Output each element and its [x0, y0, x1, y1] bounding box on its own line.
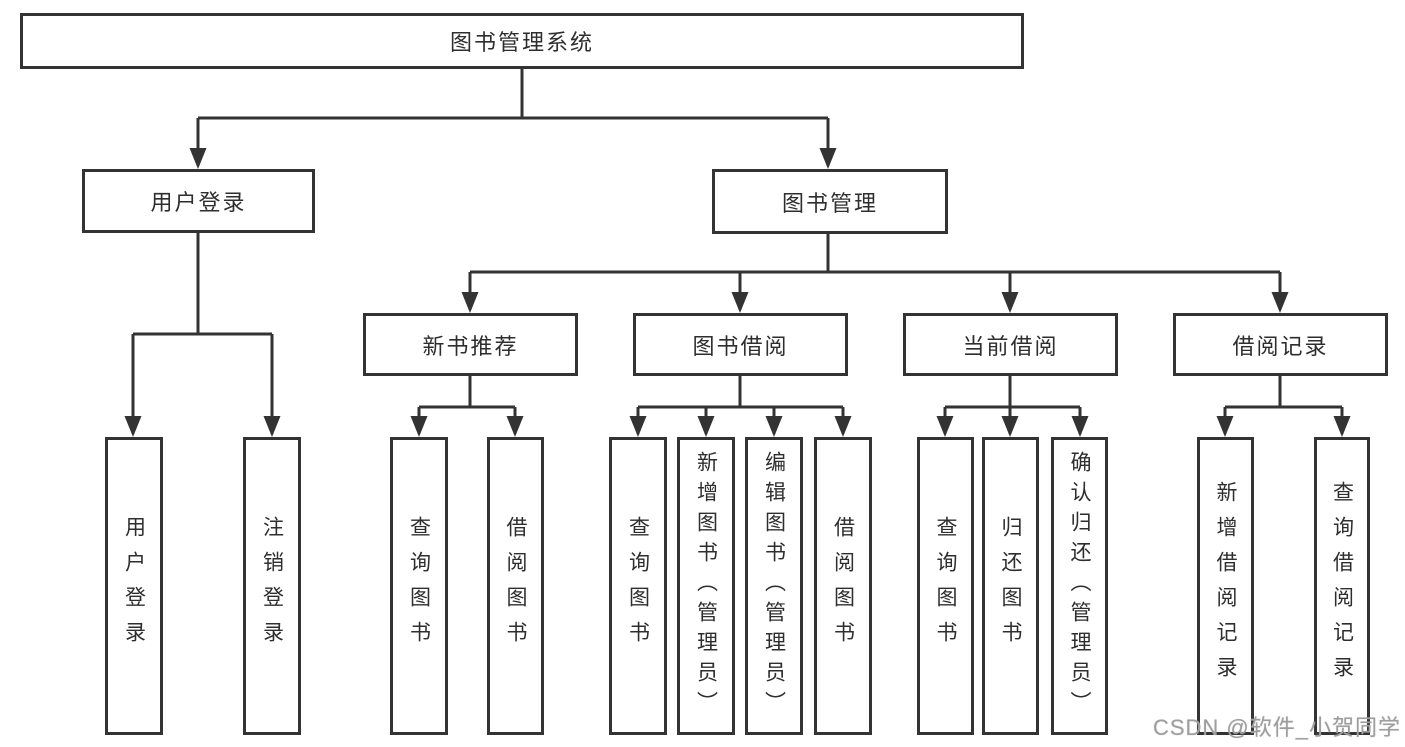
leaf-add-borrow-record: 新增借阅记录	[1197, 437, 1254, 735]
node-user-login-label: 用户登录	[150, 190, 247, 215]
leaf-user-login: 用户登录	[105, 437, 163, 735]
watermark: CSDN @软件_小贺同学	[1152, 715, 1401, 740]
leaf-logout-login: 注销登录	[243, 437, 301, 735]
node-current-borrow: 当前借阅	[903, 313, 1118, 376]
node-user-login: 用户登录	[82, 169, 315, 233]
node-borrow-records: 借阅记录	[1173, 313, 1388, 376]
arrowhead-icon	[834, 416, 852, 437]
arrowhead-icon	[263, 416, 281, 437]
leaf-return-book: 归还图书	[982, 437, 1039, 735]
node-root-label: 图书管理系统	[449, 30, 594, 55]
arrowhead-icon	[1001, 416, 1019, 437]
arrowhead-icon	[765, 416, 783, 437]
node-new-book-recommend: 新书推荐	[363, 313, 578, 376]
arrowhead-icon	[410, 416, 428, 437]
leaf-query-book-recommend: 查询图书	[390, 437, 448, 735]
node-new-book-recommend-label: 新书推荐	[422, 333, 519, 359]
arrowhead-icon	[731, 292, 749, 313]
node-book-borrow: 图书借阅	[633, 313, 848, 376]
arrowhead-icon	[124, 416, 142, 437]
leaf-confirm-return-admin-label: 确认归还（管理员）	[1068, 451, 1091, 721]
leaf-confirm-return-admin: 确认归还（管理员）	[1051, 437, 1108, 735]
leaf-query-book-borrow-label: 查询图书	[626, 516, 650, 656]
arrowhead-icon	[697, 416, 715, 437]
leaf-edit-book-admin-label: 编辑图书（管理员）	[762, 451, 786, 721]
node-current-borrow-label: 当前借阅	[962, 333, 1059, 359]
arrowhead-icon	[189, 148, 207, 169]
arrowhead-icon	[1071, 416, 1089, 437]
arrowhead-icon	[1333, 416, 1351, 437]
leaf-add-book-admin-label: 新增图书（管理员）	[694, 451, 718, 721]
connector-current-borrow-children	[936, 376, 1089, 437]
leaf-logout-login-label: 注销登录	[260, 516, 284, 656]
arrowhead-icon	[1001, 292, 1019, 313]
arrowhead-icon	[1216, 416, 1234, 437]
leaf-add-borrow-record-label: 新增借阅记录	[1214, 481, 1237, 691]
leaf-query-borrow-record-label: 查询借阅记录	[1330, 481, 1354, 691]
arrowhead-icon	[506, 416, 524, 437]
node-book-management: 图书管理	[712, 169, 948, 234]
connector-book-borrow-children	[629, 376, 852, 437]
connector-new-book-children	[410, 376, 524, 437]
arrowhead-icon	[629, 416, 647, 437]
leaf-borrow-book: 借阅图书	[814, 437, 872, 735]
leaf-query-book-current-label: 查询图书	[934, 516, 957, 656]
leaf-borrow-book-label: 借阅图书	[831, 516, 855, 656]
leaf-query-book-borrow: 查询图书	[609, 437, 667, 735]
arrowhead-icon	[461, 292, 479, 313]
connector-root-to-level2	[189, 69, 837, 169]
leaf-borrow-book-recommend: 借阅图书	[487, 437, 544, 735]
arrowhead-icon	[819, 148, 837, 169]
arrowhead-icon	[936, 416, 954, 437]
leaf-query-borrow-record: 查询借阅记录	[1314, 437, 1370, 735]
node-root: 图书管理系统	[20, 13, 1024, 69]
leaf-query-book-recommend-label: 查询图书	[407, 516, 431, 656]
connector-borrow-record-children	[1216, 376, 1351, 437]
leaf-query-book-current: 查询图书	[917, 437, 974, 735]
leaf-add-book-admin: 新增图书（管理员）	[677, 437, 735, 735]
node-borrow-records-label: 借阅记录	[1232, 333, 1329, 359]
leaf-borrow-book-recommend-label: 借阅图书	[504, 516, 527, 656]
leaf-return-book-label: 归还图书	[999, 516, 1022, 656]
leaf-edit-book-admin: 编辑图书（管理员）	[745, 437, 803, 735]
arrowhead-icon	[1271, 292, 1289, 313]
connector-book-management-children	[461, 233, 1289, 313]
connector-user-login-children	[124, 232, 281, 437]
node-book-management-label: 图书管理	[781, 190, 878, 216]
node-book-borrow-label: 图书借阅	[692, 333, 789, 359]
leaf-user-login-label: 用户登录	[122, 516, 146, 656]
